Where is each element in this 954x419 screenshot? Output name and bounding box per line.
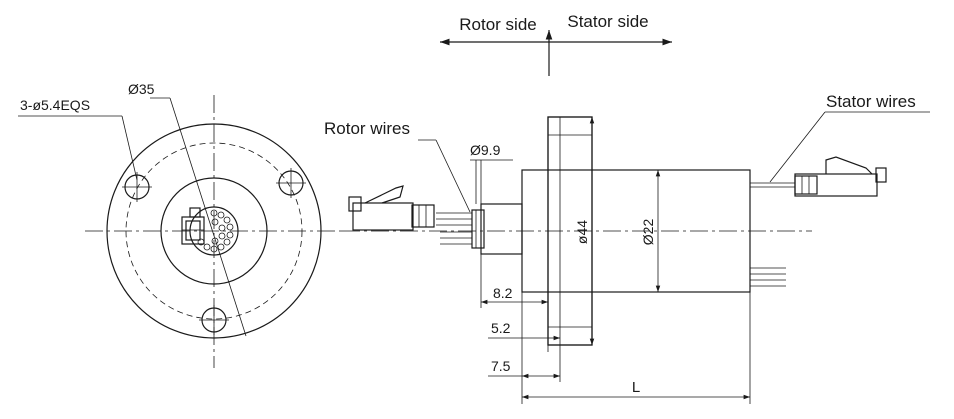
flange-diameter-label: ø44 — [574, 220, 590, 244]
bolt-holes-dimension: 3-ø5.4EQS — [20, 97, 90, 113]
dim-7-5: 7.5 — [488, 292, 561, 404]
dim-8-2: 8.2 — [480, 254, 548, 308]
dim-L: L — [522, 292, 751, 404]
rotor-wire-bundle — [411, 204, 472, 245]
rotor-hub — [189, 206, 239, 256]
body-diameter-label: Ø22 — [640, 219, 656, 246]
stator-wires-label: Stator wires — [826, 92, 916, 111]
bolt-circle — [125, 142, 303, 320]
connector-pin-array — [197, 209, 234, 253]
stator-connector — [794, 156, 887, 197]
flange-diameter-dimension: ø44 — [574, 117, 595, 345]
dim-5-2-label: 5.2 — [491, 320, 511, 336]
dim-8-2-label: 8.2 — [493, 285, 513, 301]
shaft-diameter-label: Ø9.9 — [470, 142, 501, 158]
side-direction-indicator: Rotor side Stator side — [440, 12, 672, 76]
dim-L-label: L — [632, 379, 640, 396]
dim-7-5-label: 7.5 — [491, 358, 511, 374]
body-diameter-dimension: Ø22 — [640, 170, 661, 292]
stator-wire-bundle — [750, 182, 795, 287]
rotor-side-label: Rotor side — [459, 15, 536, 34]
side-shaft — [471, 203, 523, 255]
side-view: Rotor wires Stator wires Ø9.9 — [324, 92, 930, 404]
stator-side-label: Stator side — [567, 12, 648, 31]
front-connector-plug — [181, 207, 205, 245]
front-flange-outline — [106, 123, 322, 339]
front-view: Ø35 3-ø5.4EQS — [18, 81, 345, 368]
rotor-wires-label: Rotor wires — [324, 119, 410, 138]
front-body-outline — [160, 177, 268, 285]
pcd-dimension: Ø35 — [128, 81, 155, 97]
shaft-diameter-dimension: Ø9.9 — [470, 142, 513, 204]
rotor-connector — [348, 185, 414, 231]
dim-5-2: 5.2 — [488, 320, 560, 352]
